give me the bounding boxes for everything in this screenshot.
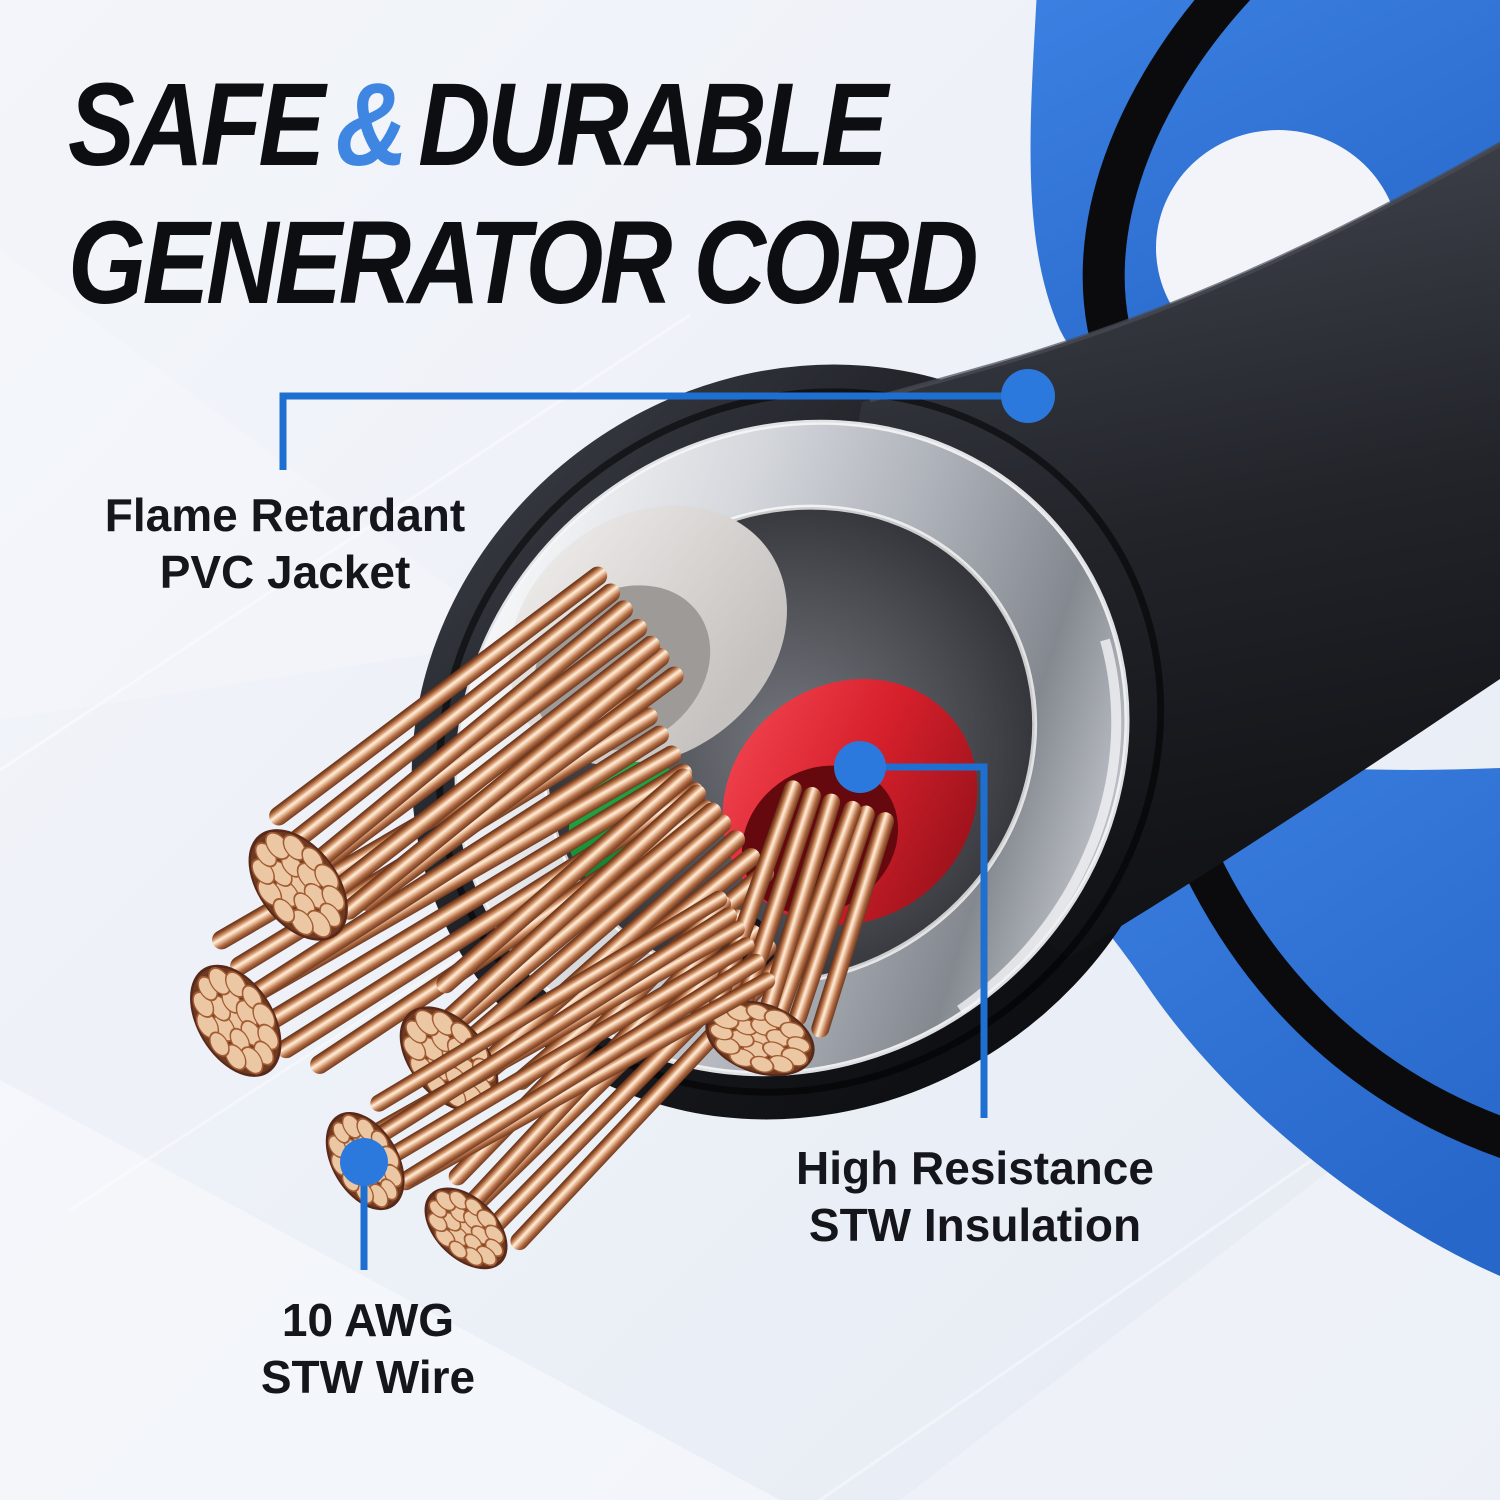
title-line-2: GENERATOR CORD <box>68 197 979 329</box>
callout-label-stw-wire: 10 AWG STW Wire <box>261 1292 475 1406</box>
title-word-durable: DURABLE <box>418 59 888 191</box>
callout-label-pvc-jacket: Flame Retardant PVC Jacket <box>105 487 465 601</box>
callout-dot-stw-wire <box>340 1138 388 1186</box>
background-shape <box>0 250 520 720</box>
callout-line-pvc-jacket <box>279 392 1028 470</box>
callout-line-stw-insulation <box>860 763 988 1118</box>
callout-label-text: High Resistance <box>796 1142 1154 1194</box>
callout-dot-pvc-jacket <box>1001 369 1055 423</box>
copper-bundles <box>190 566 894 1270</box>
callout-label-stw-insulation: High Resistance STW Insulation <box>796 1140 1154 1254</box>
title-word-safe: SAFE <box>68 59 325 191</box>
generator-cable <box>190 141 1500 1270</box>
callout-dots <box>340 369 1055 1186</box>
callout-label-text: STW Insulation <box>808 1199 1142 1251</box>
callout-label-text: PVC Jacket <box>159 546 411 598</box>
page-title: SAFE&DURABLE GENERATOR CORD <box>68 56 979 332</box>
copper-bundle <box>325 890 776 1211</box>
callout-dot-stw-insulation <box>834 741 886 793</box>
title-line-1: SAFE&DURABLE <box>68 56 975 194</box>
title-ampersand: & <box>335 59 408 191</box>
callout-label-text: 10 AWG <box>281 1294 455 1346</box>
shield-highlight <box>957 638 1122 1015</box>
callout-label-text: STW Wire <box>260 1351 476 1403</box>
callout-label-text: Flame Retardant <box>104 489 466 541</box>
background-shape <box>0 1080 780 1500</box>
copper-bundle <box>248 566 684 941</box>
thin-cord-line-top <box>1082 0 1251 380</box>
thin-cord-line-bottom <box>1177 843 1500 1158</box>
